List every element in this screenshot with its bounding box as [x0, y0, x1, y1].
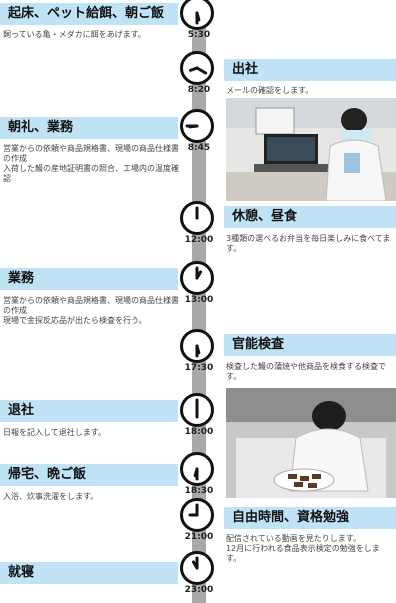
clock-icon [180, 551, 214, 585]
time-label: 13:00 [184, 295, 214, 305]
clock-icon [180, 452, 214, 486]
heading-lunch: 休憩、昼食 [224, 206, 396, 228]
heading-arrive: 出社 [224, 59, 396, 81]
heading-sleep: 就寝 [0, 562, 178, 584]
clock-hands [195, 398, 199, 419]
heading-morning-work: 朝礼、業務 [0, 117, 178, 139]
clock-icon [180, 109, 214, 143]
desc-free-time: 配信されている動画を見たりします。 12月に行われる食品表示検定の勉強をします。 [226, 534, 380, 563]
clock-icon [180, 201, 214, 235]
inspection-photo [226, 388, 396, 498]
clock-hands [192, 556, 199, 570]
inspection-photo-illustration [226, 388, 396, 498]
desc-sensory: 検査した鰻の蒲焼や他商品を検食する検査です。 [226, 362, 386, 381]
desc-leave: 日報を記入して退社します。 [3, 428, 106, 437]
desc-arrive: メールの確認をします。 [226, 86, 314, 95]
desc-home: 入浴、炊事洗濯をします。 [3, 492, 99, 501]
clock-icon [180, 329, 214, 363]
clock-hands [188, 503, 199, 517]
heading-sensory: 官能検査 [224, 334, 396, 356]
clock-icon [180, 51, 214, 85]
clock-icon [180, 393, 214, 427]
clock-hands [195, 206, 199, 220]
office-photo [226, 98, 396, 201]
heading-free-time: 自由時間、資格勉強 [224, 507, 396, 529]
heading-home: 帰宅、晩ご飯 [0, 464, 178, 486]
time-label: 18:00 [184, 427, 214, 437]
minute-hand [195, 66, 208, 75]
desc-wakeup: 飼っている亀・メダカに餌をあげます。 [3, 30, 146, 39]
office-photo-illustration [226, 98, 396, 201]
clock-hands [195, 11, 201, 25]
clock-icon [180, 0, 214, 30]
clock-hands [188, 66, 208, 75]
heading-wakeup: 起床、ペット給餌、朝ご飯 [0, 3, 178, 25]
time-label: 23:00 [184, 585, 214, 595]
time-label: 8:45 [187, 143, 211, 153]
clock-hands [195, 344, 201, 358]
clock-icon [180, 498, 214, 532]
time-label: 21:00 [184, 532, 214, 542]
clock-hands [185, 124, 199, 129]
clock-hands [193, 467, 199, 481]
clock-hands [195, 266, 202, 280]
time-label: 12:00 [184, 235, 214, 245]
desc-afternoon-work: 営業からの依頼や商品規格書、現場の商品仕様書の作成 現場で金探反応品が出たら検査… [3, 296, 179, 325]
desc-lunch: 3種類の選べるお弁当を毎日楽しみに食べてます。 [226, 234, 391, 253]
time-label: 5:30 [187, 30, 211, 40]
heading-leave: 退社 [0, 400, 178, 422]
desc-morning-work: 営業からの依頼や商品規格書、現場の商品仕様書の作成 入荷した鰻の産地証明書の照合… [3, 144, 179, 183]
time-label: 18:30 [184, 486, 214, 496]
heading-afternoon-work: 業務 [0, 268, 178, 290]
time-label: 8:20 [187, 85, 211, 95]
clock-icon [180, 261, 214, 295]
time-label: 17:30 [184, 363, 214, 373]
